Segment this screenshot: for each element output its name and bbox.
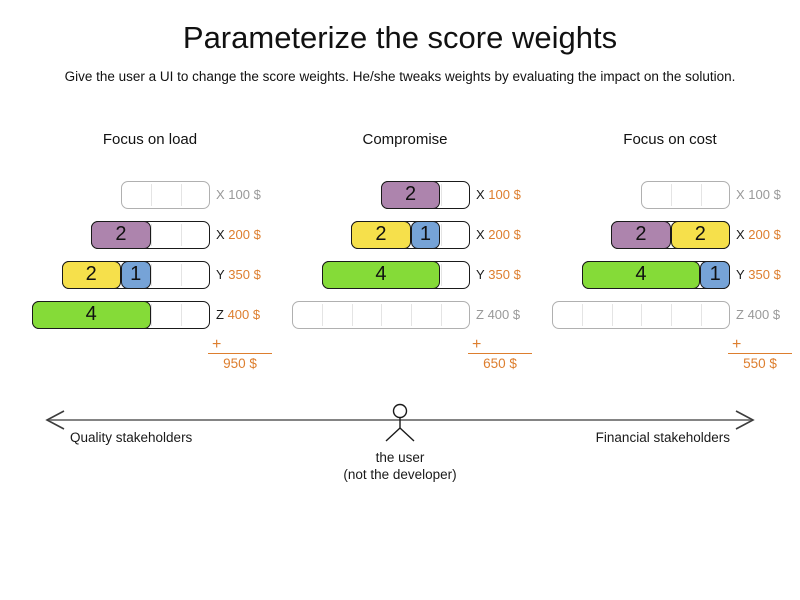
row-label: X 200 $ bbox=[216, 221, 261, 249]
axis-label-financial-stakeholders: Financial stakeholders bbox=[595, 430, 730, 445]
unit-divider bbox=[611, 304, 613, 326]
unit-divider bbox=[671, 184, 673, 206]
row-label-name: X bbox=[476, 187, 485, 202]
row-label: X 100 $ bbox=[476, 181, 521, 209]
panel-title: Focus on load bbox=[102, 131, 198, 148]
page-title: Parameterize the score weights bbox=[182, 20, 618, 55]
weight-block: 4 bbox=[581, 261, 701, 289]
unit-divider bbox=[321, 304, 323, 326]
row-label-price: 350 $ bbox=[744, 267, 781, 282]
unit-divider bbox=[151, 264, 153, 286]
row-label-price: 350 $ bbox=[224, 267, 261, 282]
row-label-name: Y bbox=[216, 267, 225, 282]
unit-divider bbox=[641, 304, 643, 326]
unit-divider bbox=[440, 224, 442, 246]
row-label-name: X bbox=[476, 227, 485, 242]
weight-block: 1 bbox=[410, 221, 441, 249]
row-label: Z 400 $ bbox=[476, 301, 520, 329]
unit-divider bbox=[180, 184, 182, 206]
sum-value: 650 $ bbox=[483, 356, 517, 371]
sum-line bbox=[468, 353, 532, 354]
row-label-price: 400 $ bbox=[483, 307, 521, 322]
weight-block: 1 bbox=[120, 261, 151, 289]
stick-figure-icon bbox=[385, 403, 415, 442]
row-label-price: 400 $ bbox=[743, 307, 781, 322]
row-label-price: 200 $ bbox=[744, 227, 781, 242]
weight-row-container bbox=[120, 181, 210, 209]
row-label: Z 400 $ bbox=[736, 301, 780, 329]
unit-divider bbox=[151, 224, 153, 246]
row-label-price: 100 $ bbox=[224, 187, 261, 202]
panel-title: Compromise bbox=[362, 131, 448, 148]
row-label: Y 350 $ bbox=[736, 261, 781, 289]
row-label-name: X bbox=[736, 227, 745, 242]
weight-block: 4 bbox=[31, 301, 151, 329]
axis-label-quality-stakeholders: Quality stakeholders bbox=[70, 430, 193, 445]
row-label: X 200 $ bbox=[736, 221, 781, 249]
row-label-name: Y bbox=[736, 267, 745, 282]
sum-plus-sign: + bbox=[212, 336, 222, 353]
weight-block: 2 bbox=[670, 221, 730, 249]
panel-title: Focus on cost bbox=[623, 131, 717, 148]
row-label-price: 200 $ bbox=[484, 227, 521, 242]
unit-divider bbox=[351, 304, 353, 326]
sum-line bbox=[208, 353, 272, 354]
sum-value: 950 $ bbox=[223, 356, 257, 371]
row-label: X 100 $ bbox=[736, 181, 781, 209]
weight-block: 2 bbox=[91, 221, 151, 249]
row-label-name: Z bbox=[216, 307, 224, 322]
right-arrowhead-icon bbox=[735, 410, 755, 430]
row-label-price: 100 $ bbox=[484, 187, 521, 202]
weight-block: 1 bbox=[700, 261, 730, 289]
weight-block: 2 bbox=[380, 181, 441, 209]
row-label: X 100 $ bbox=[216, 181, 261, 209]
weight-block: 2 bbox=[61, 261, 121, 289]
sum-line bbox=[728, 353, 792, 354]
row-label-price: 350 $ bbox=[484, 267, 521, 282]
weight-row-container bbox=[640, 181, 730, 209]
unit-divider bbox=[180, 224, 182, 246]
row-label-name: X bbox=[216, 227, 225, 242]
unit-divider bbox=[381, 304, 383, 326]
unit-divider bbox=[671, 304, 673, 326]
weight-block: 2 bbox=[611, 221, 671, 249]
left-arrowhead-icon bbox=[45, 410, 65, 430]
unit-divider bbox=[440, 184, 442, 206]
weight-block: 2 bbox=[351, 221, 411, 249]
row-label: Y 350 $ bbox=[476, 261, 521, 289]
unit-divider bbox=[411, 304, 413, 326]
user-label: the user bbox=[375, 450, 425, 465]
row-label-name: Z bbox=[476, 307, 484, 322]
unit-divider bbox=[700, 184, 702, 206]
row-label-price: 400 $ bbox=[223, 307, 261, 322]
unit-divider bbox=[151, 184, 153, 206]
row-label: Z 400 $ bbox=[216, 301, 260, 329]
unit-divider bbox=[180, 264, 182, 286]
row-label-price: 100 $ bbox=[744, 187, 781, 202]
unit-divider bbox=[151, 304, 153, 326]
unit-divider bbox=[581, 304, 583, 326]
weight-row-container bbox=[291, 301, 470, 329]
weight-row-container bbox=[551, 301, 730, 329]
row-label-price: 200 $ bbox=[224, 227, 261, 242]
unit-divider bbox=[440, 264, 442, 286]
page-subtitle: Give the user a UI to change the score w… bbox=[64, 69, 736, 84]
row-label-name: X bbox=[216, 187, 225, 202]
row-label: Y 350 $ bbox=[216, 261, 261, 289]
row-label: X 200 $ bbox=[476, 221, 521, 249]
sum-plus-sign: + bbox=[732, 336, 742, 353]
row-label-name: Y bbox=[476, 267, 485, 282]
sum-value: 550 $ bbox=[743, 356, 777, 371]
row-label-name: Z bbox=[736, 307, 744, 322]
row-label-name: X bbox=[736, 187, 745, 202]
weight-block: 4 bbox=[321, 261, 441, 289]
user-sublabel: (not the developer) bbox=[343, 467, 457, 482]
sum-plus-sign: + bbox=[472, 336, 482, 353]
unit-divider bbox=[440, 304, 442, 326]
unit-divider bbox=[180, 304, 182, 326]
unit-divider bbox=[700, 304, 702, 326]
